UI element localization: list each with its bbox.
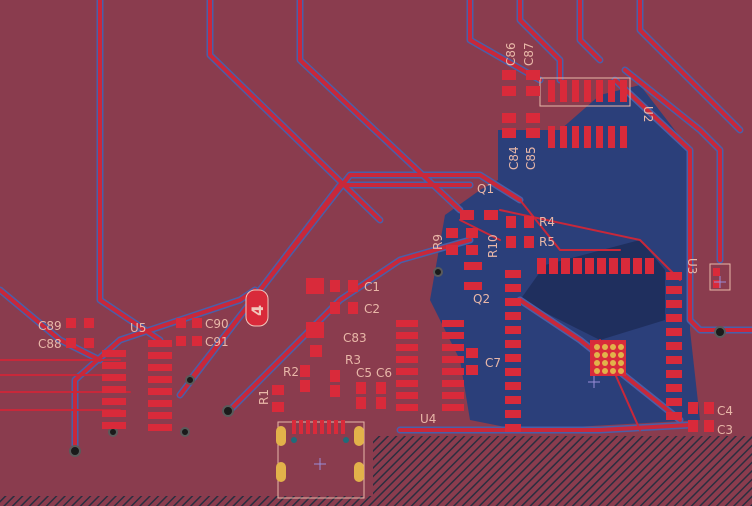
- label-c85: C85: [524, 146, 538, 170]
- label-c90: C90: [205, 317, 229, 331]
- label-c1: C1: [364, 280, 380, 294]
- u2-footprint[interactable]: [539, 77, 631, 148]
- label-c2: C2: [364, 302, 380, 316]
- label-c4: C4: [717, 404, 733, 418]
- usb-connector[interactable]: [276, 420, 365, 499]
- cap-pads-top[interactable]: [502, 70, 540, 138]
- label-j4: 4: [248, 305, 267, 316]
- label-u4: U4: [420, 412, 436, 426]
- silk-labels: C1 C2 C3 C4 C5 C6 C7 C83 C89 C88 C90 C91…: [38, 42, 733, 437]
- label-q2: Q2: [473, 292, 490, 306]
- label-c5: C5: [356, 366, 372, 380]
- label-r4: R4: [539, 215, 555, 229]
- label-r1: R1: [257, 389, 271, 405]
- label-c6: C6: [376, 366, 392, 380]
- u4-footprint[interactable]: [396, 320, 464, 411]
- u5-footprint[interactable]: [102, 340, 172, 431]
- label-c89: C89: [38, 319, 62, 333]
- origin-markers: [314, 276, 726, 470]
- label-r10: R10: [486, 234, 500, 258]
- label-c83: C83: [343, 331, 367, 345]
- trace-group[interactable]: [0, 0, 752, 454]
- j4-pad[interactable]: [245, 289, 269, 327]
- label-c86: C86: [504, 42, 518, 66]
- label-r2: R2: [283, 365, 299, 379]
- selected-chip[interactable]: [590, 340, 626, 376]
- label-c91: C91: [205, 335, 229, 349]
- keepout-zone: [373, 436, 752, 506]
- label-c7: C7: [485, 356, 501, 370]
- label-r3: R3: [345, 353, 361, 367]
- label-r9: R9: [431, 234, 445, 250]
- u3-footprint[interactable]: [505, 258, 731, 432]
- label-u5: U5: [130, 321, 146, 335]
- label-q1: Q1: [477, 182, 494, 196]
- label-c87: C87: [522, 42, 536, 66]
- label-c3: C3: [717, 423, 733, 437]
- keepout-strip: [0, 496, 373, 506]
- label-c88: C88: [38, 337, 62, 351]
- label-u2: U2: [641, 106, 655, 122]
- via-group: [69, 267, 726, 457]
- label-r5: R5: [539, 235, 555, 249]
- label-c84: C84: [507, 146, 521, 170]
- passive-pads[interactable]: [66, 210, 714, 432]
- label-u3: U3: [685, 258, 699, 274]
